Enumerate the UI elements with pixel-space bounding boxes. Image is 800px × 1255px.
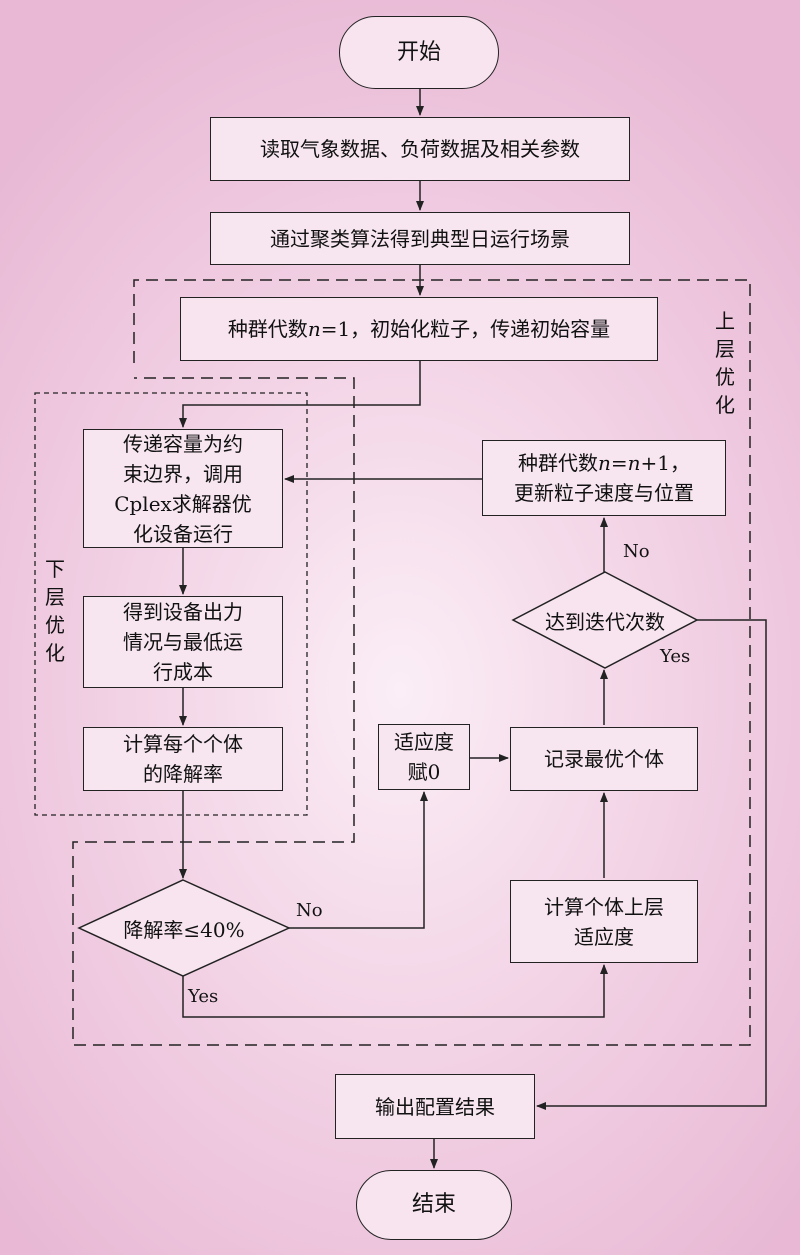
read-data-box: 读取气象数据、负荷数据及相关参数 xyxy=(210,117,630,181)
degradation-check-label: 降解率≤40% xyxy=(123,917,245,942)
arrow-no-fitness-zero xyxy=(289,791,428,929)
init-population-box: 种群代数n=1，初始化粒子，传递初始容量 xyxy=(180,297,658,361)
output-config-label: 输出配置结果 xyxy=(375,1094,495,1119)
start-node: 开始 xyxy=(339,16,499,89)
output-config-box: 输出配置结果 xyxy=(335,1074,535,1139)
lower-optimize-box: 传递容量为约 束边界，调用 Cplex求解器优 化设备运行 xyxy=(83,429,283,548)
upper-layer-boundary xyxy=(72,279,751,1046)
lower-layer-label: 下层优化 xyxy=(45,557,65,665)
arrow-yes-upper-fitness xyxy=(182,964,608,1018)
arrow-yes-output-config xyxy=(536,619,767,1110)
end-node: 结束 xyxy=(356,1170,512,1240)
read-data-label: 读取气象数据、负荷数据及相关参数 xyxy=(260,137,580,161)
upper-layer-label: 上层优化 xyxy=(715,309,735,417)
update-population-line1: 种群代数n=n+1， xyxy=(517,451,691,475)
get-output-label: 得到设备出力 情况与最低运 行成本 xyxy=(123,600,243,684)
iteration-check-label: 达到迭代次数 xyxy=(545,609,665,634)
start-label: 开始 xyxy=(396,39,441,65)
degradation-check-text: 降解率≤40% xyxy=(79,910,289,946)
lower-optimize-label: 传递容量为约 束边界，调用 Cplex求解器优 化设备运行 xyxy=(114,431,252,546)
fitness-zero-label: 适应度 赋0 xyxy=(394,730,454,784)
no-iteration-label: No xyxy=(623,541,650,562)
degradation-label: 计算每个个体 的降解率 xyxy=(123,732,243,786)
record-best-label: 记录最优个体 xyxy=(544,747,664,771)
update-population-line2: 更新粒子速度与位置 xyxy=(514,481,694,505)
no-degradation-label: No xyxy=(296,900,323,921)
lower-layer-boundary xyxy=(34,392,308,816)
iteration-check-text: 达到迭代次数 xyxy=(513,602,697,638)
end-label: 结束 xyxy=(411,1192,456,1217)
degradation-box: 计算每个个体 的降解率 xyxy=(83,727,283,791)
yes-degradation-label: Yes xyxy=(188,986,219,1007)
iteration-check-shape xyxy=(511,571,699,669)
get-output-box: 得到设备出力 情况与最低运 行成本 xyxy=(83,596,283,688)
cluster-box: 通过聚类算法得到典型日运行场景 xyxy=(210,212,630,265)
upper-fitness-label: 计算个体上层 适应度 xyxy=(544,894,664,949)
upper-fitness-box: 计算个体上层 适应度 xyxy=(510,880,698,963)
init-population-label: 种群代数n=1，初始化粒子，传递初始容量 xyxy=(227,317,611,341)
arrow-init-lower xyxy=(179,361,421,428)
record-best-box: 记录最优个体 xyxy=(510,727,698,791)
yes-iteration-label: Yes xyxy=(660,646,691,667)
fitness-zero-box: 适应度 赋0 xyxy=(378,724,470,790)
update-population-box: 种群代数n=n+1， 更新粒子速度与位置 xyxy=(482,440,726,516)
cluster-label: 通过聚类算法得到典型日运行场景 xyxy=(270,226,570,251)
